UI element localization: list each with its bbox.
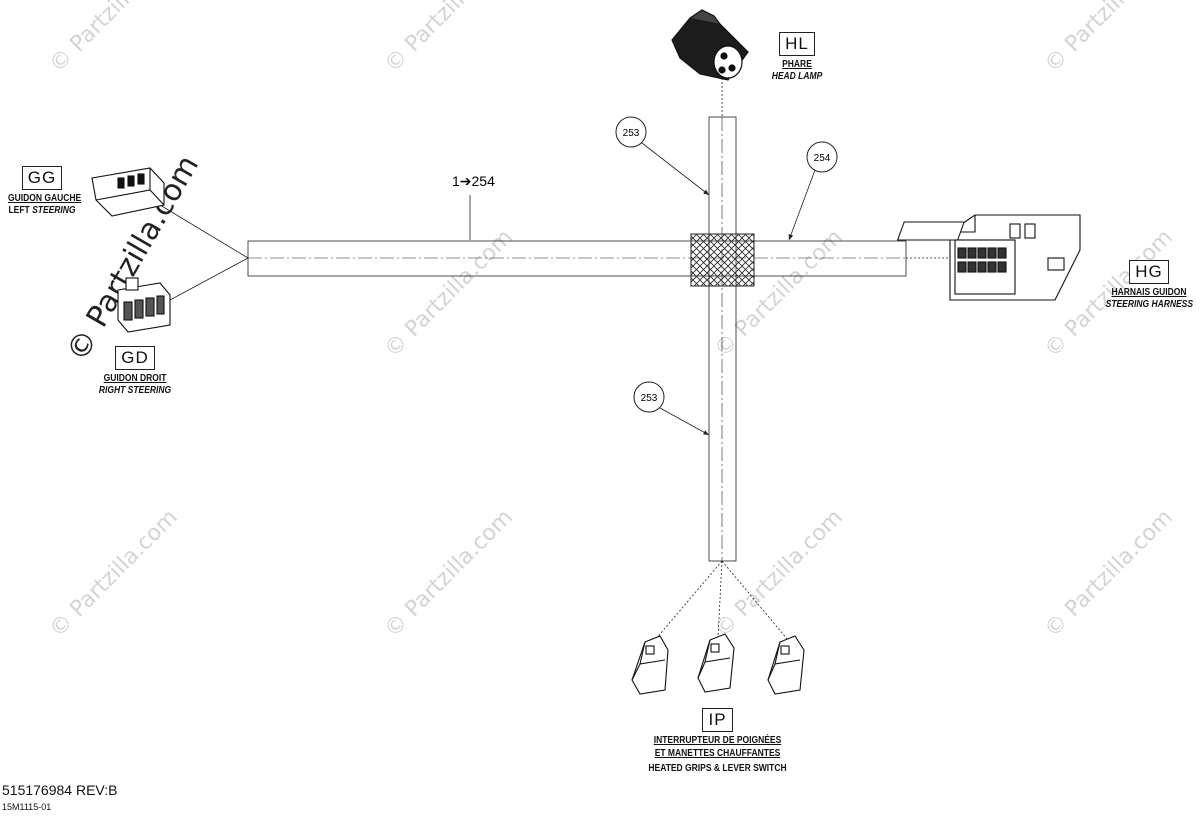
connector-gg-icon	[91, 167, 165, 217]
label-gg-en: LEFT STEERING	[8, 205, 76, 217]
label-hg-en: STEERING HARNESS	[1105, 299, 1194, 310]
connector-gd-icon	[117, 277, 171, 333]
label-gg: GG GUIDON GAUCHE LEFT STEERING	[2, 166, 82, 217]
connector-ip-icon-2	[697, 633, 735, 693]
label-gd-fr: GUIDON DROIT	[103, 373, 167, 384]
label-hl-en: HEAD LAMP	[771, 71, 823, 82]
svg-text:254: 254	[814, 153, 831, 164]
connector-hg-icon	[896, 214, 1081, 301]
drawing-number: 15M1115-01	[2, 802, 52, 812]
connection-lines	[654, 70, 950, 641]
callout-253-bottom: 253	[633, 381, 710, 436]
part-number: 515176984 REV:B	[2, 782, 118, 798]
connector-ip-icon-1	[631, 635, 669, 695]
code-hl: HL	[779, 32, 815, 56]
callout-253-top: 253	[615, 116, 710, 196]
connector-hl-icon	[671, 9, 749, 81]
label-ip: IP INTERRUPTEUR DE POIGNÉES ET MANETTES …	[630, 708, 805, 776]
left-wires	[159, 204, 249, 301]
callout-254: 254	[788, 141, 838, 241]
label-hg: HG HARNAIS GUIDON STEERING HARNESS	[1098, 260, 1200, 311]
label-ip-fr2: ET MANETTES CHAUFFANTES	[654, 748, 781, 759]
label-gg-en-a: LEFT	[8, 205, 30, 216]
code-ip: IP	[702, 708, 733, 732]
main-harness	[247, 240, 907, 277]
connector-ip-icon-3	[767, 635, 805, 695]
code-gg: GG	[21, 166, 63, 190]
label-ip-en: HEATED GRIPS & LEVER SWITCH	[648, 763, 787, 774]
svg-text:253: 253	[641, 393, 658, 404]
label-ip-fr1: INTERRUPTEUR DE POIGNÉES	[653, 735, 782, 746]
callout-main: 1➔254	[452, 173, 495, 189]
label-gd-en: RIGHT STEERING	[98, 385, 172, 396]
label-hl-fr: PHARE	[782, 59, 812, 70]
vertical-branch	[708, 116, 737, 562]
label-hg-fr: HARNAIS GUIDON	[1111, 287, 1187, 298]
code-gd: GD	[115, 346, 155, 370]
svg-text:253: 253	[623, 128, 640, 139]
label-gg-fr: GUIDON GAUCHE	[8, 193, 82, 204]
label-gd: GD GUIDON DROIT RIGHT STEERING	[92, 346, 178, 397]
label-gg-en-b: STEERING	[32, 205, 76, 216]
junction-splice	[690, 233, 755, 287]
label-hl: HL PHARE HEAD LAMP	[752, 32, 842, 83]
code-hg: HG	[1129, 260, 1169, 284]
